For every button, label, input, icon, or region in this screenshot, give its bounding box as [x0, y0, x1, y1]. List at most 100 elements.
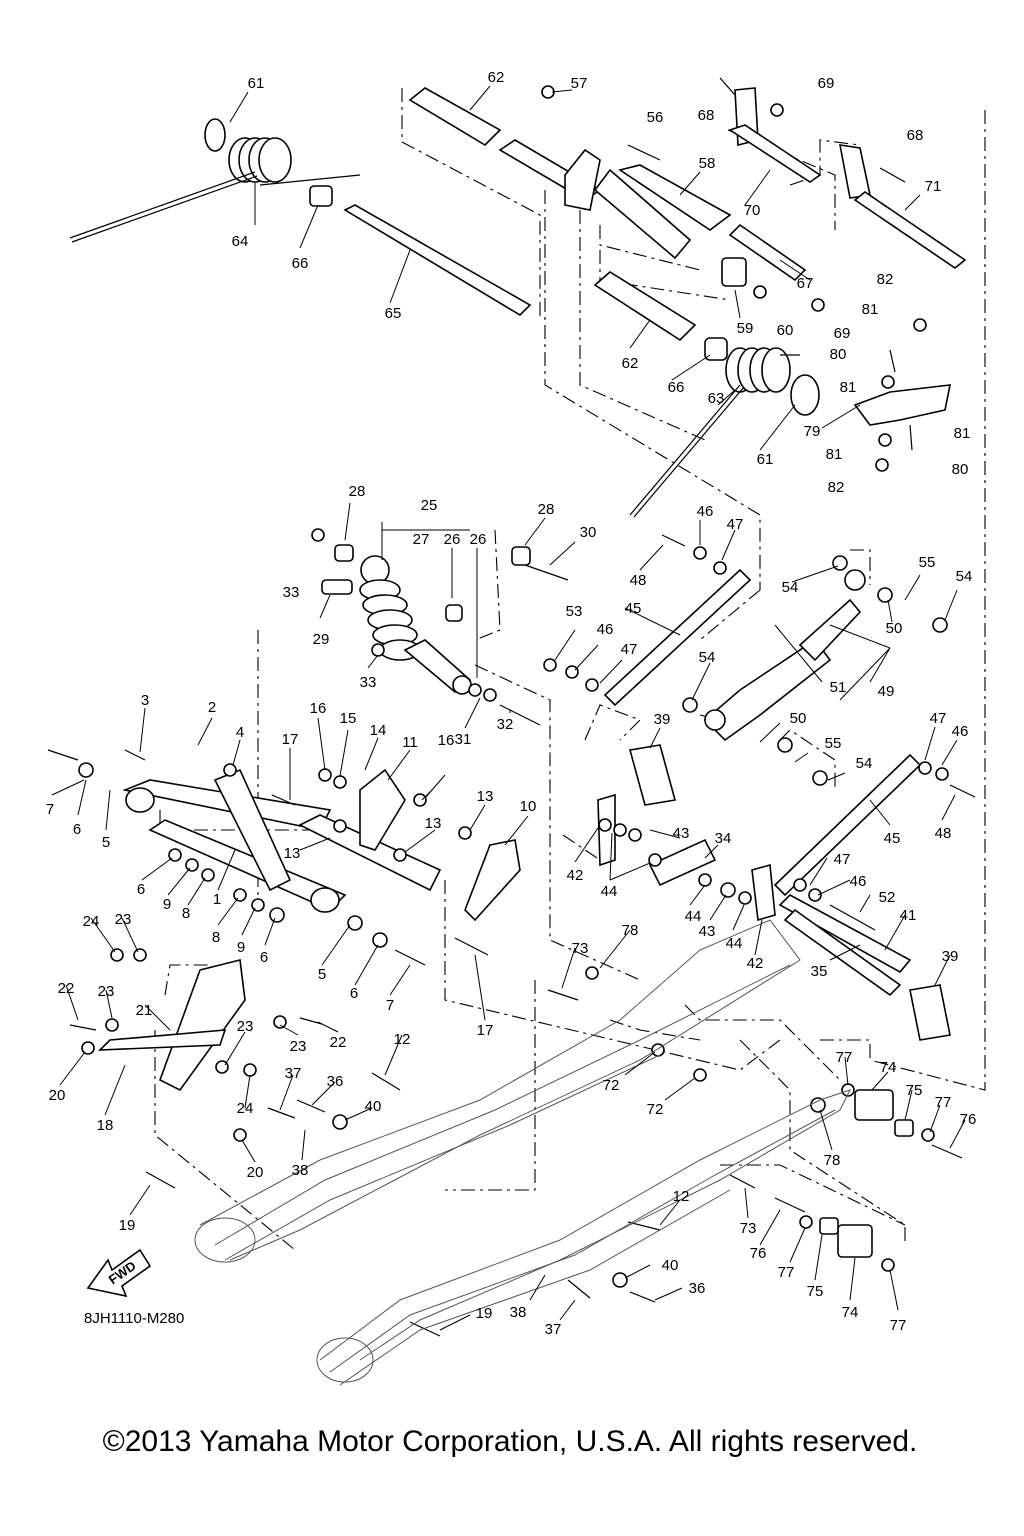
part-label: 54: [856, 755, 873, 772]
part-label: 7: [386, 997, 394, 1014]
part-label: 74: [842, 1304, 859, 1321]
part-label: 73: [572, 940, 589, 957]
part-label: 45: [625, 600, 642, 617]
part-label: 77: [836, 1049, 853, 1066]
part-label: 37: [545, 1321, 562, 1338]
part-label: 46: [850, 873, 867, 890]
part-label: 27: [413, 531, 430, 548]
part-label: 48: [630, 572, 647, 589]
bolts: [47, 77, 976, 1337]
part-label: 8: [212, 929, 220, 946]
part-label: 74: [880, 1059, 897, 1076]
part-label: 36: [327, 1073, 344, 1090]
part-label: 23: [290, 1038, 307, 1055]
part-label: 33: [283, 584, 300, 601]
part-label: 46: [597, 621, 614, 638]
part-label: 51: [830, 679, 847, 696]
part-label: 59: [737, 320, 754, 337]
part-label: 55: [825, 735, 842, 752]
part-label: 47: [621, 641, 638, 658]
part-label: 24: [83, 913, 100, 930]
torsion-spring-left: [228, 137, 292, 183]
part-label: 54: [699, 649, 716, 666]
part-label: 33: [360, 674, 377, 691]
part-label: 60: [777, 322, 794, 339]
part-label: 42: [747, 955, 764, 972]
part-label: 63: [708, 390, 725, 407]
part-label: 34: [715, 830, 732, 847]
part-label: 78: [824, 1152, 841, 1169]
part-label: 69: [818, 75, 835, 92]
torsion-spring-right: [725, 347, 791, 393]
slide-rails: [194, 919, 851, 1386]
part-label: 1: [213, 891, 221, 908]
part-label: 17: [477, 1022, 494, 1039]
part-label: 46: [697, 503, 714, 520]
part-label: 47: [727, 516, 744, 533]
part-label: 20: [247, 1164, 264, 1181]
part-label: 17: [282, 731, 299, 748]
small-fasteners: [78, 85, 949, 1288]
part-label: 43: [699, 923, 716, 940]
part-label: 78: [622, 922, 639, 939]
part-label: 29: [313, 631, 330, 648]
part-label: 67: [797, 275, 814, 292]
part-label: 58: [699, 155, 716, 172]
part-label: 6: [73, 821, 81, 838]
part-label: 23: [98, 983, 115, 1000]
part-label: 68: [698, 107, 715, 124]
part-label: 37: [285, 1065, 302, 1082]
part-label: 81: [954, 425, 971, 442]
part-label: 6: [137, 881, 145, 898]
part-label: 61: [248, 75, 265, 92]
part-label: 53: [566, 603, 583, 620]
parts-artwork: [47, 77, 976, 1337]
part-label: 5: [318, 966, 326, 983]
part-label: 70: [744, 202, 761, 219]
part-label: 36: [689, 1280, 706, 1297]
part-label: 22: [58, 980, 75, 997]
part-label: 32: [497, 716, 514, 733]
part-label: 8: [182, 905, 190, 922]
part-label: 18: [97, 1117, 114, 1134]
part-label: 38: [510, 1304, 527, 1321]
part-label: 4: [236, 724, 244, 741]
part-label: 39: [942, 948, 959, 965]
part-label: 50: [790, 710, 807, 727]
part-label: 41: [900, 907, 917, 924]
part-label: 54: [782, 579, 799, 596]
part-label: 10: [520, 798, 537, 815]
part-label: 40: [365, 1098, 382, 1115]
part-label: 6: [350, 985, 358, 1002]
part-label: 81: [840, 379, 857, 396]
part-label: 47: [834, 851, 851, 868]
part-label: 61: [757, 451, 774, 468]
part-label: 12: [673, 1188, 690, 1205]
part-label: 54: [956, 568, 973, 585]
part-label: 52: [879, 889, 896, 906]
part-label: 66: [668, 379, 685, 396]
part-label: 75: [807, 1283, 824, 1300]
part-label: 26: [444, 531, 461, 548]
part-label: 56: [647, 109, 664, 126]
part-label: 16: [310, 700, 327, 717]
part-label: 72: [647, 1101, 664, 1118]
part-label: 24: [237, 1100, 254, 1117]
part-label: 44: [601, 883, 618, 900]
part-label: 81: [826, 446, 843, 463]
part-label: 76: [960, 1111, 977, 1128]
part-label: 13: [425, 815, 442, 832]
part-label: 62: [622, 355, 639, 372]
part-label: 14: [370, 722, 387, 739]
part-label: 31: [455, 731, 472, 748]
part-label: 71: [925, 178, 942, 195]
part-label: 80: [830, 346, 847, 363]
part-label: 68: [907, 127, 924, 144]
part-label: 22: [330, 1034, 347, 1051]
part-label: 12: [394, 1031, 411, 1048]
part-label: 81: [862, 301, 879, 318]
part-label: 6: [260, 949, 268, 966]
part-label: 13: [284, 845, 301, 862]
part-label: 39: [654, 711, 671, 728]
